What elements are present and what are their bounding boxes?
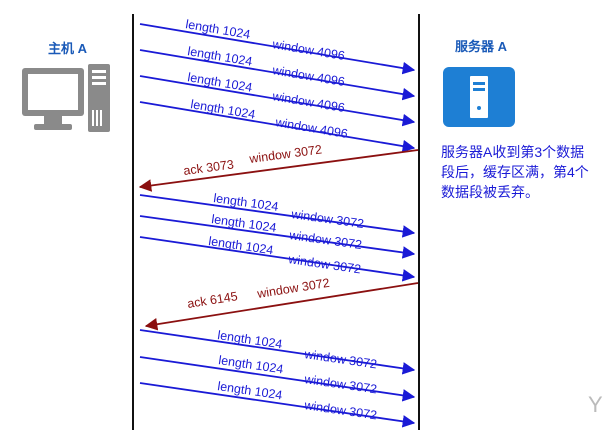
data-arrow-10 [139, 329, 416, 375]
server-label: 服务器 A [455, 39, 508, 54]
message-11-window-label: window 3072 [303, 372, 378, 397]
data-arrow-7 [139, 215, 416, 259]
message-1-length-label: length 1024 [185, 17, 252, 42]
data-arrow-1 [139, 23, 416, 75]
message-6-window-label: window 3072 [290, 207, 365, 231]
note-line-2: 段后，缓存区满，第4个 [441, 164, 589, 180]
data-arrow-3 [139, 75, 416, 127]
data-arrow-6 [139, 194, 416, 238]
message-1-window-label: window 4096 [271, 37, 346, 63]
message-group: length 1024 window 4096 length 1024 window … [138, 17, 419, 428]
message-9-window-label: window 3072 [255, 276, 330, 301]
ack-arrow-9 [144, 282, 419, 331]
message-7-length-label: length 1024 [211, 212, 278, 235]
ack-arrow-5 [138, 149, 419, 192]
data-arrow-8 [139, 236, 416, 282]
message-8-length-label: length 1024 [208, 234, 275, 257]
message-7-window-label: window 3072 [288, 228, 363, 252]
data-arrow-11 [139, 356, 416, 402]
server-icon [443, 67, 515, 127]
server-note: 服务器A收到第3个数据 段后，缓存区满，第4个 数据段被丢弃。 [441, 144, 589, 200]
host-label: 主机 A [48, 41, 88, 56]
message-9-length-label: ack 6145 [186, 289, 238, 311]
computer-icon [22, 64, 110, 132]
message-10-window-label: window 3072 [303, 347, 378, 372]
message-12-window-label: window 3072 [303, 398, 378, 423]
message-5-length-label: ack 3073 [183, 157, 235, 178]
note-line-3: 数据段被丢弃。 [441, 184, 539, 200]
message-2-window-label: window 4096 [271, 63, 346, 89]
data-arrow-4 [139, 101, 416, 153]
corner-mark: Y [588, 392, 603, 417]
message-2-length-label: length 1024 [187, 44, 254, 69]
message-8-window-label: window 3072 [287, 252, 362, 277]
data-arrow-12 [139, 382, 416, 428]
data-arrow-2 [139, 49, 416, 101]
message-4-length-label: length 1024 [190, 97, 257, 122]
message-3-window-label: window 4096 [271, 89, 346, 115]
message-10-length-label: length 1024 [217, 328, 284, 351]
message-4-window-label: window 4096 [274, 115, 349, 141]
message-3-length-label: length 1024 [187, 70, 254, 95]
message-5-window-label: window 3072 [248, 142, 323, 166]
note-line-1: 服务器A收到第3个数据 [441, 144, 584, 160]
